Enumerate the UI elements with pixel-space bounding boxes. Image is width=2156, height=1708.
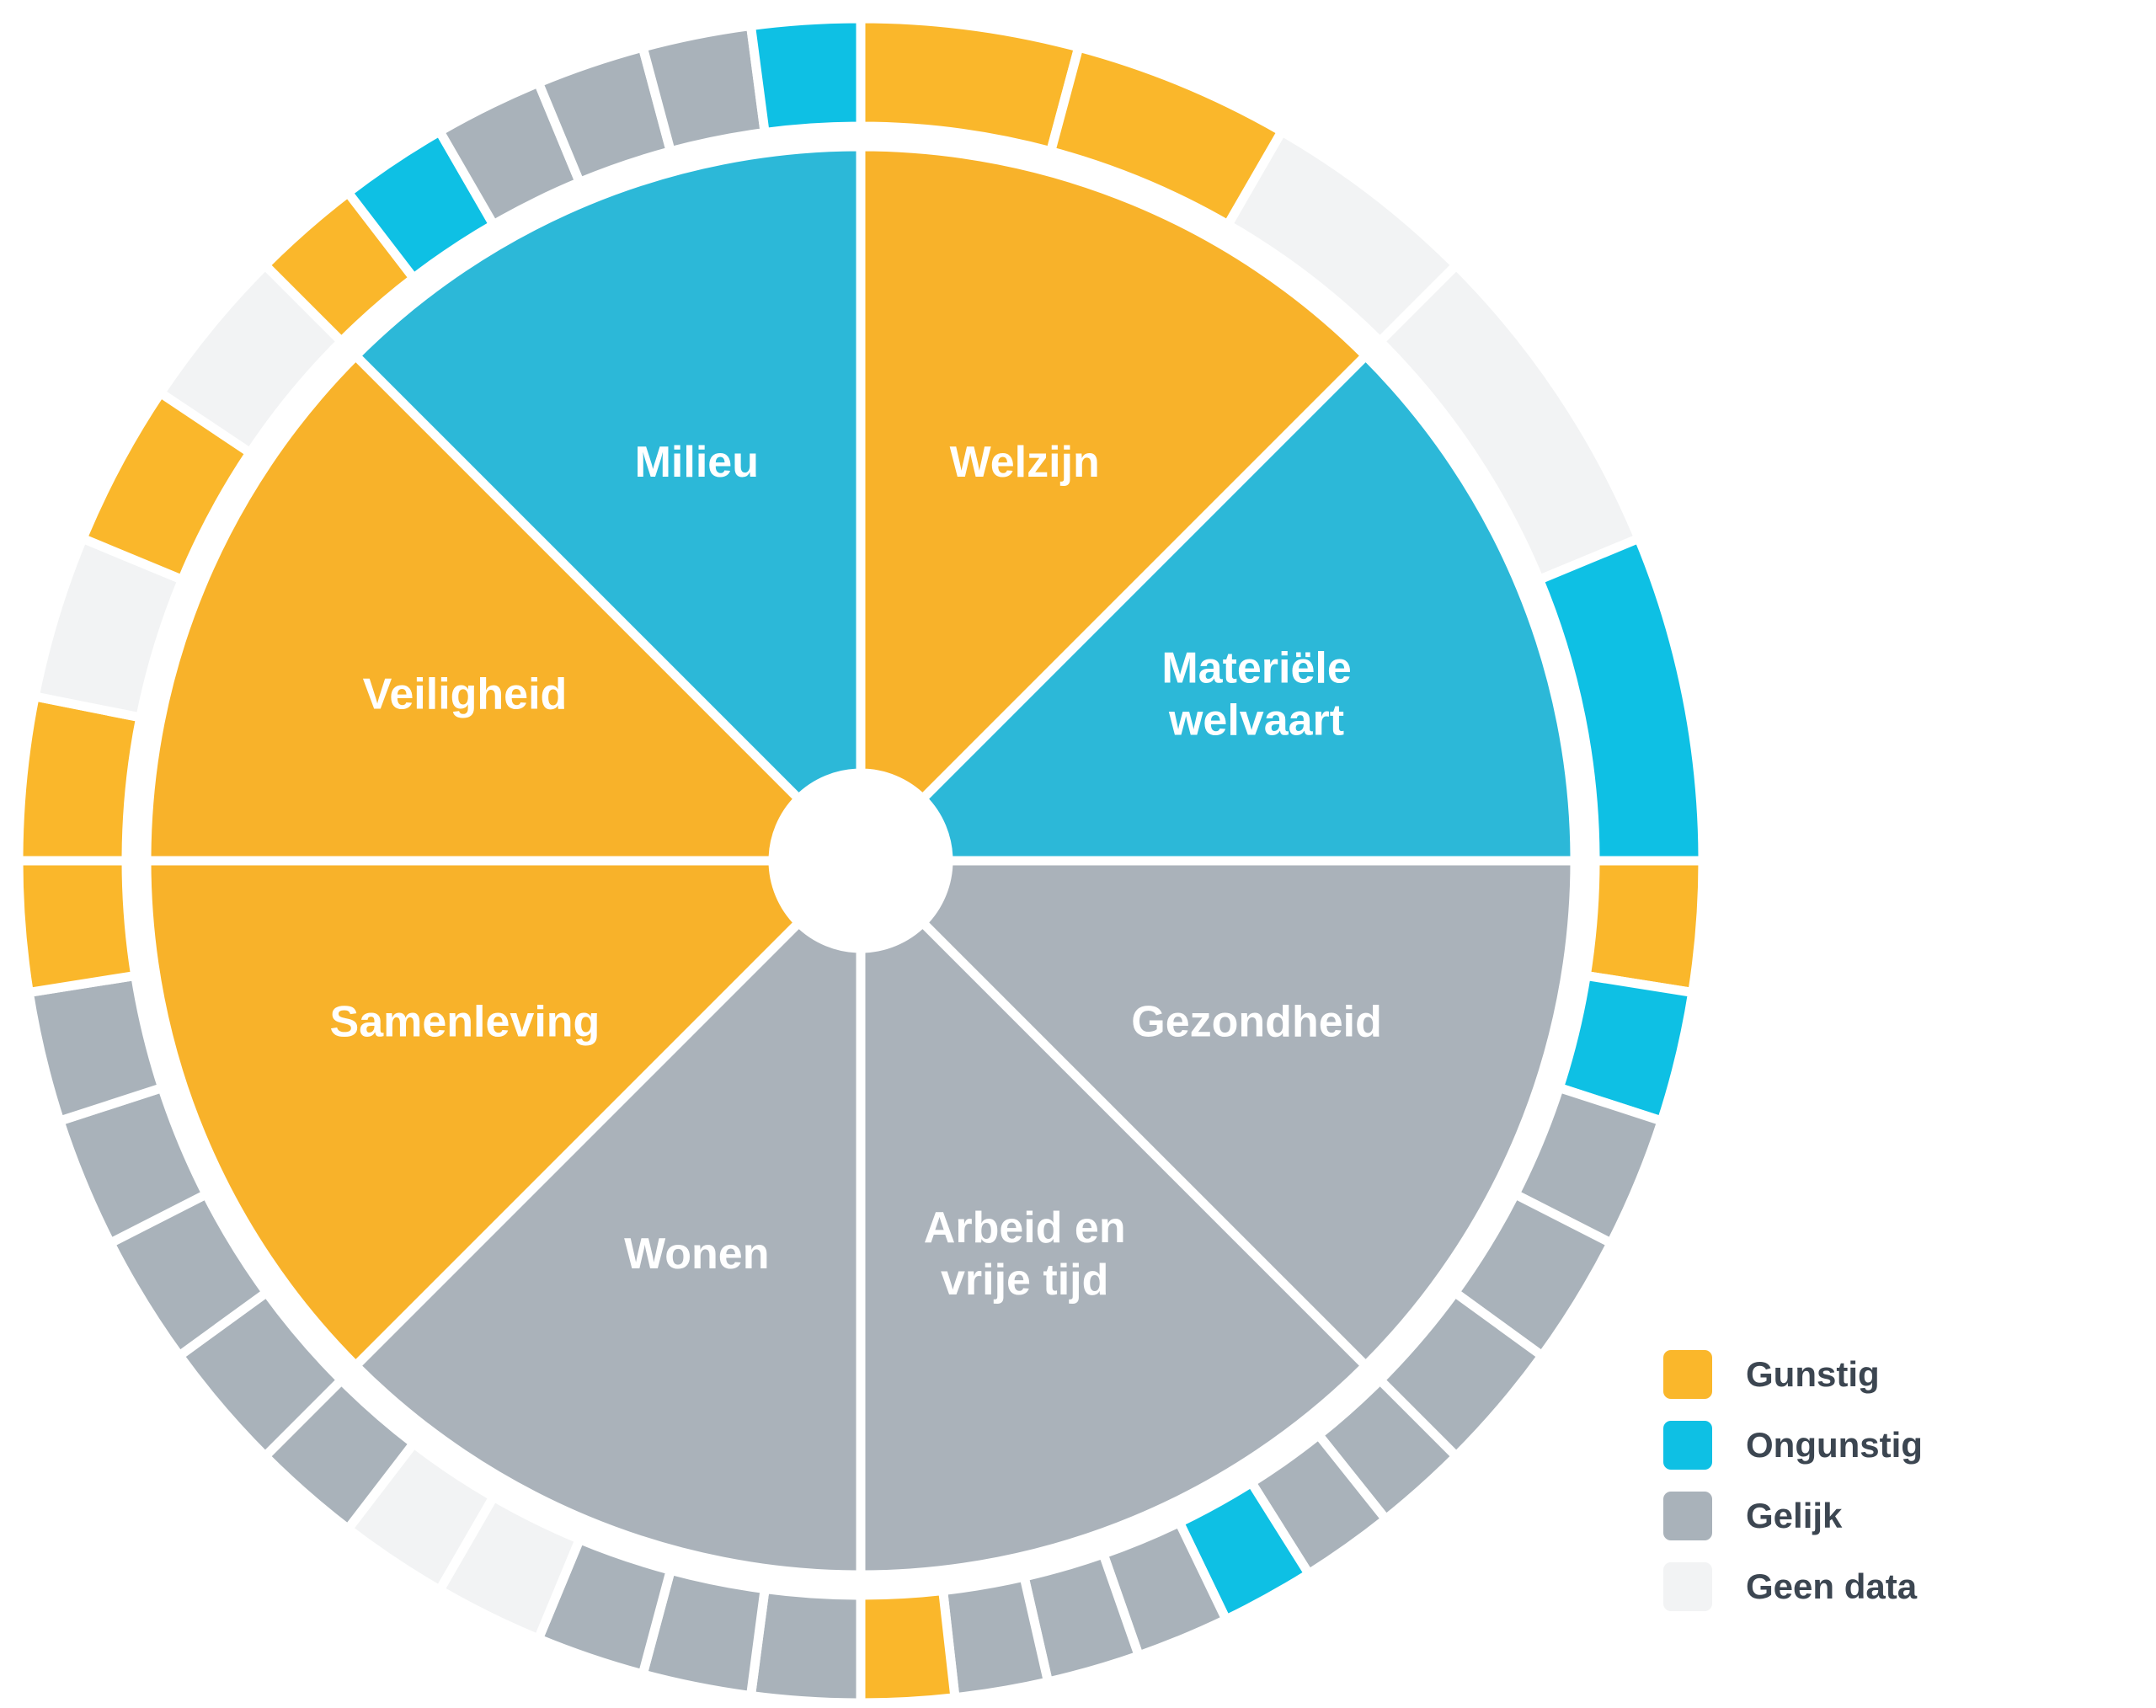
center-hub — [770, 770, 952, 952]
indicator-segment-arbeid-en-vrije-tijd-6[interactable] — [938, 1572, 1054, 1703]
legend-label-gunstig: Gunstig — [1746, 1354, 1880, 1394]
legend-item-gunstig[interactable]: Gunstig — [1663, 1339, 2135, 1410]
indicator-segment-welzijn-1[interactable] — [856, 13, 1084, 157]
indicator-segment-milieu-5[interactable] — [638, 21, 770, 157]
indicator-segment-gezondheid-1[interactable] — [1581, 856, 1708, 997]
legend-label-geen-data: Geen data — [1746, 1567, 1918, 1606]
indicator-segment-milieu-6[interactable] — [745, 13, 866, 137]
legend-item-ongunstig[interactable]: Ongunstig — [1663, 1410, 2135, 1481]
legend-item-geen-data[interactable]: Geen data — [1663, 1551, 2135, 1622]
indicator-segment-veiligheid-1[interactable] — [13, 691, 146, 866]
legend: Gunstig Ongunstig Gelijk Geen data — [1663, 1339, 2135, 1622]
inner-sector-group — [141, 141, 1580, 1580]
indicator-segment-samenleving-5[interactable] — [13, 856, 141, 997]
outer-indicator-ring-group — [13, 13, 1708, 1708]
legend-swatch-gelijk — [1663, 1492, 1712, 1540]
legend-item-gelijk[interactable]: Gelijk — [1663, 1481, 2135, 1551]
indicator-segment-arbeid-en-vrije-tijd-7[interactable] — [856, 1586, 960, 1708]
legend-label-gelijk: Gelijk — [1746, 1496, 1843, 1535]
legend-swatch-geen-data — [1663, 1562, 1712, 1611]
legend-swatch-ongunstig — [1663, 1421, 1712, 1470]
legend-label-ongunstig: Ongunstig — [1746, 1425, 1923, 1465]
legend-swatch-gunstig — [1663, 1350, 1712, 1399]
